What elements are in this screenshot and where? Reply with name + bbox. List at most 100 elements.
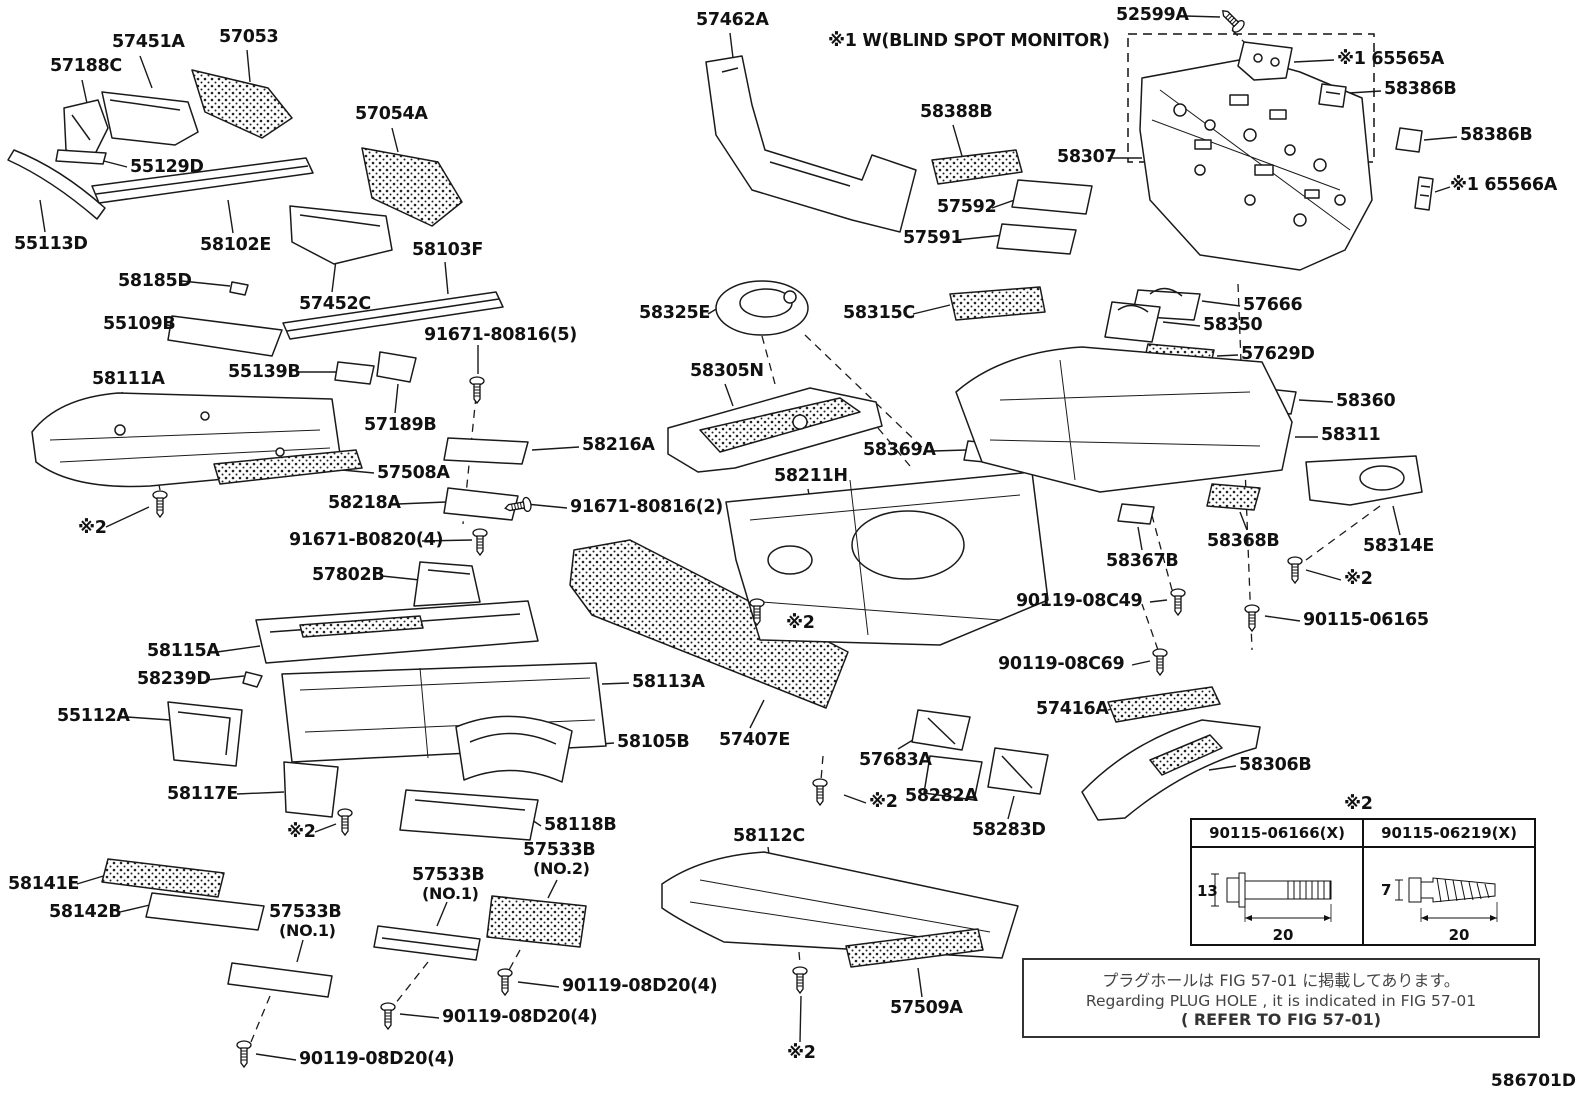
part-57802B [413,561,481,607]
part-label: 57533B (NO.1) [412,865,485,904]
part-label: ※2 [787,1043,816,1063]
part-label: 58218A [328,493,401,513]
bolt-icon [497,968,513,996]
part-57189B [376,351,417,383]
part-label: 91671-80816(5) [424,325,578,345]
part-label: 58282A [905,786,978,806]
spec-col-1-header: 90115-06166(X) [1192,820,1364,846]
bolt-icon [792,966,808,994]
part-label: 57683A [859,750,932,770]
part-58117E [283,761,339,818]
part-58367B [1117,503,1155,525]
part-label: 57416A [1036,699,1109,719]
part-55112A [167,701,243,767]
part-58118B [399,789,539,841]
part-58218A [443,487,519,521]
plug-hole-note: プラグホールは FIG 57-01 に掲載してあります。 Regarding P… [1022,958,1540,1038]
part-58239D [242,671,263,688]
part-label: 57802B [312,565,385,585]
bolt-icon [380,1002,396,1030]
part-label: 90119-08D20(4) [299,1049,455,1069]
part-55113D [7,149,106,220]
part-label: ※2 [786,613,815,633]
part-label: 57452C [299,294,371,314]
plug-note-reference: ( REFER TO FIG 57-01) [1180,1010,1382,1029]
part-58307 [1139,57,1373,271]
tapping-screw-drawing: 7 20 [1381,877,1498,944]
part-label: 55112A [57,706,130,726]
bolt-spec-table: 90115-06166(X) 90115-06219(X) 13 20 [1190,818,1536,946]
part-label: 55113D [14,234,88,254]
part-label: ※2 [1344,569,1373,589]
spec-bolt-1-cell: 13 20 [1192,848,1364,944]
part-label: 90115-06165 [1303,610,1429,630]
part-58388B [931,149,1023,185]
part-label: 90119-08C69 [998,654,1125,674]
part-label: 57451A [112,32,185,52]
part-57451A [101,91,199,146]
part-label: 57591 [903,228,963,248]
part-label: 55129D [130,157,204,177]
spec-bolt-2-cell: 7 20 [1364,848,1534,944]
part-label: 52599A [1116,5,1189,25]
bolt-icon [337,808,353,836]
bolt-1-dia: 13 [1197,882,1218,900]
part-57508A [213,449,363,485]
screw-clip-icon [1217,5,1247,35]
part-58350 [1104,301,1161,343]
part-58115A [255,600,539,664]
part-58211H [725,471,1049,646]
part-55139B [334,361,375,385]
part-label: 58117E [167,784,239,804]
part-65566A [1414,176,1434,211]
part-label: 57189B [364,415,437,435]
part-57533B-no1-mid [373,925,481,961]
part-label: 90119-08D20(4) [562,976,718,996]
part-label: ※2 [78,518,107,538]
part-label: 57407E [719,730,791,750]
part-label: 58283D [972,820,1046,840]
bolt-icon [236,1040,252,1068]
part-57054A [361,147,463,227]
part-label: 57508A [377,463,450,483]
part-57416A [1107,686,1221,723]
bolt-icon [1170,588,1186,616]
part-57452C [289,205,393,265]
part-58305N [667,387,883,473]
part-label: 58103F [412,240,484,260]
part-58386B-1 [1318,83,1347,108]
part-label: 55109B [103,314,176,334]
part-label: 58185D [118,271,192,291]
spec-table-header-row: 90115-06166(X) 90115-06219(X) [1192,820,1534,848]
part-label: 91671-80816(2) [570,497,724,517]
part-58216A [443,437,529,465]
bolt-icon [472,528,488,556]
part-label: 57592 [937,197,997,217]
part-label: ※1 65566A [1450,175,1558,195]
part-58325E [715,280,809,336]
part-57533B-no1-bottom [227,962,333,998]
part-57509A [845,928,984,968]
part-label: 58367B [1106,551,1179,571]
part-label: 58111A [92,369,165,389]
part-label: ※2 [287,822,316,842]
part-label: 58386B [1460,125,1533,145]
part-58142B [145,892,265,931]
part-58283D [987,747,1049,795]
part-label: 58141E [8,874,80,894]
part-57053 [191,69,293,139]
part-label: 58360 [1336,391,1396,411]
spec-col-2-header: 90115-06219(X) [1381,824,1517,842]
part-label: 58314E [1363,536,1435,556]
part-57462A [705,55,917,233]
part-55109B [167,315,283,357]
part-58311 [955,346,1293,493]
part-label: 57053 [219,27,279,47]
part-57591 [996,223,1077,255]
part-label: 58211H [774,466,848,486]
part-58306B [1081,719,1261,821]
part-label: 58115A [147,641,220,661]
part-label: 58315C [843,303,915,323]
part-58105B [455,715,573,783]
